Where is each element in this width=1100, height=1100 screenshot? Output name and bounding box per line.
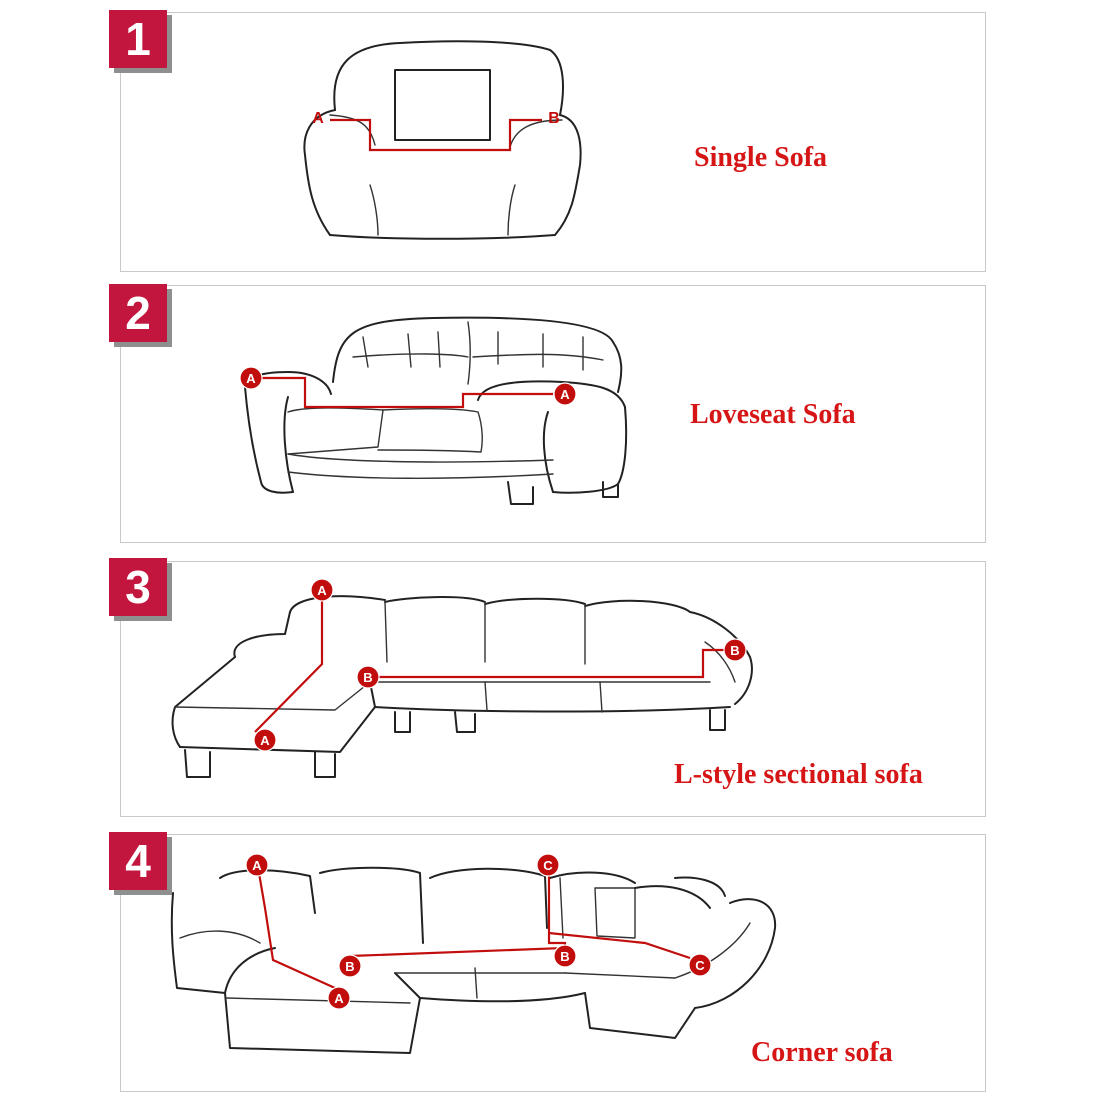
marker-c: C: [543, 858, 553, 873]
loveseat-sofa-drawing: A A: [239, 316, 628, 505]
marker-b: B: [363, 670, 372, 685]
marker-a: A: [334, 991, 344, 1006]
panel-number-badge: 2: [109, 284, 167, 342]
panel-l-style-sofa: [120, 561, 986, 817]
marker-a: A: [560, 387, 570, 402]
panel-number-badge: 3: [109, 558, 167, 616]
sofa-type-label: Loveseat Sofa: [690, 399, 856, 430]
panel-number-badge: 4: [109, 832, 167, 890]
sofa-type-label: Single Sofa: [694, 142, 828, 173]
marker-b: B: [560, 949, 569, 964]
marker-b: B: [730, 643, 739, 658]
panel-single-sofa: [120, 12, 986, 272]
marker-b: B: [345, 959, 354, 974]
l-style-sofa-drawing: A A B B: [171, 578, 753, 778]
marker-a: A: [260, 733, 270, 748]
marker-a: A: [317, 583, 327, 598]
panel-loveseat-sofa: [120, 285, 986, 543]
single-sofa-drawing: A B: [303, 40, 582, 240]
sofa-type-label: L-style sectional sofa: [674, 759, 923, 790]
marker-a: A: [246, 371, 256, 386]
marker-b: B: [548, 110, 560, 127]
corner-sofa-drawing: A A B B C C: [170, 853, 777, 1054]
panel-number-badge: 1: [109, 10, 167, 68]
marker-a: A: [252, 858, 262, 873]
marker-c: C: [695, 958, 705, 973]
marker-a: A: [312, 110, 324, 127]
sofa-type-label: Corner sofa: [751, 1037, 893, 1068]
